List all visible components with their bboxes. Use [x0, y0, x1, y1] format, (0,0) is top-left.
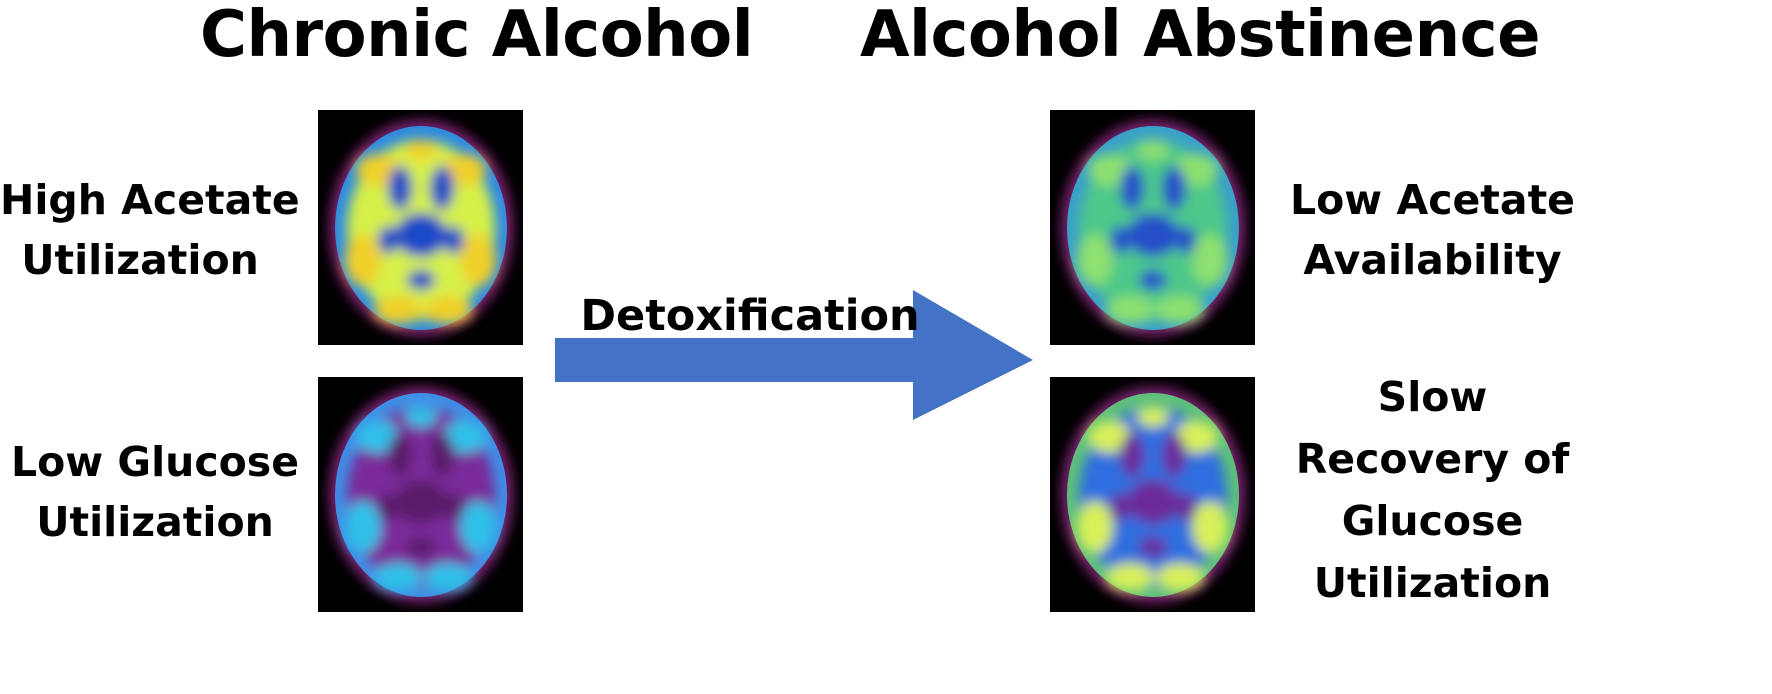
arrow-label-detoxification: Detoxification — [580, 291, 920, 341]
pet-scan-acetate-abstinence — [1050, 110, 1255, 345]
title-chronic-alcohol: Chronic Alcohol — [200, 0, 754, 72]
pet-scan-glucose-abstinence — [1050, 377, 1255, 612]
title-alcohol-abstinence: Alcohol Abstinence — [860, 0, 1540, 72]
pet-scan-acetate-chronic — [318, 110, 523, 345]
arrow-right-icon — [555, 290, 1033, 420]
pet-scan-glucose-chronic — [318, 377, 523, 612]
detoxification-arrow — [555, 290, 1035, 430]
